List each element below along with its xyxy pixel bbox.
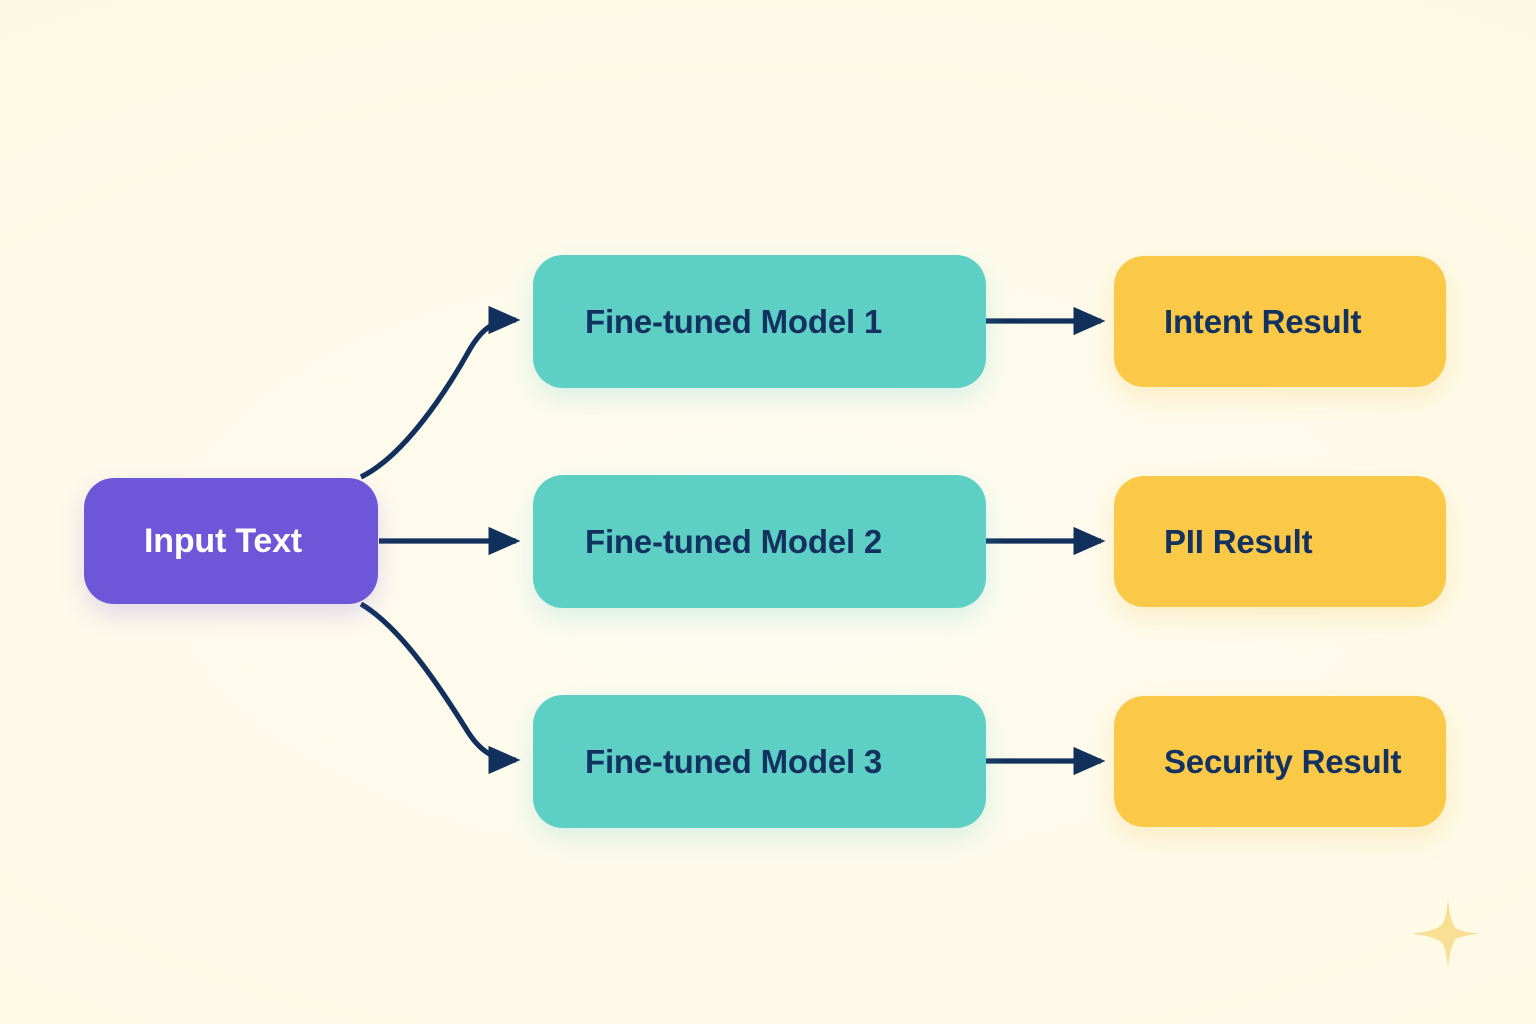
node-fine-tuned-model-2-label: Fine-tuned Model 2: [585, 522, 883, 560]
node-input-text[interactable]: Input Text: [84, 478, 378, 604]
node-fine-tuned-model-2[interactable]: Fine-tuned Model 2: [533, 475, 986, 608]
node-fine-tuned-model-1[interactable]: Fine-tuned Model 1: [533, 255, 986, 388]
node-pii-result-label: PII Result: [1164, 522, 1313, 560]
node-intent-result-label: Intent Result: [1164, 302, 1362, 340]
node-security-result[interactable]: Security Result: [1114, 696, 1446, 827]
node-fine-tuned-model-1-label: Fine-tuned Model 1: [585, 302, 883, 340]
edge-input-to-model-3: [359, 601, 521, 775]
node-pii-result[interactable]: PII Result: [1114, 476, 1446, 607]
node-intent-result[interactable]: Intent Result: [1114, 256, 1446, 387]
node-security-result-label: Security Result: [1164, 742, 1402, 780]
node-fine-tuned-model-3[interactable]: Fine-tuned Model 3: [533, 695, 986, 828]
sparkle-icon: [1411, 899, 1480, 968]
node-fine-tuned-model-3-label: Fine-tuned Model 3: [585, 742, 883, 780]
node-input-text-label: Input Text: [144, 521, 302, 560]
edge-input-to-model-1: [359, 305, 521, 480]
